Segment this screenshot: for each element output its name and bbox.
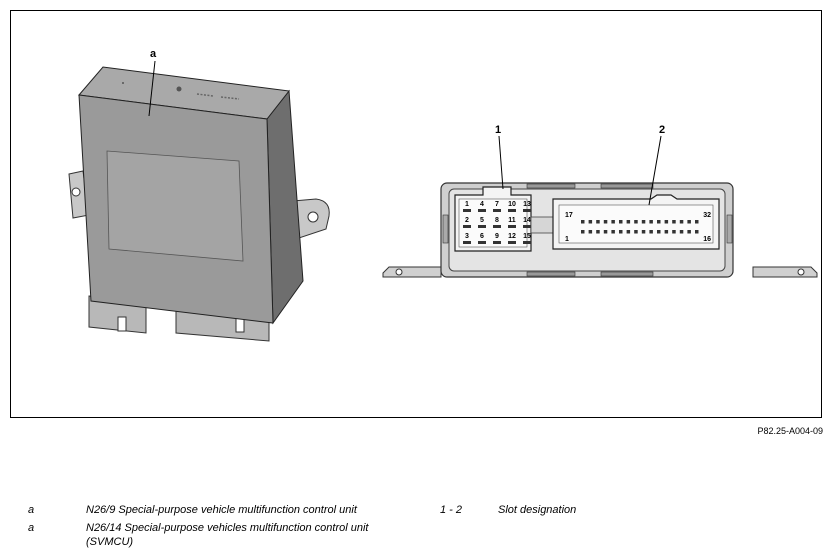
- callout-2-label: 2: [659, 124, 665, 136]
- connector-1-contact: [508, 225, 516, 228]
- connector-1-contact: [508, 209, 516, 212]
- connector-2-contact: [687, 220, 691, 224]
- connector-1-pin-8: 8: [495, 217, 499, 224]
- legend-key-slot: 1 - 2: [440, 504, 463, 516]
- connector-1-contact: [508, 241, 516, 244]
- connector-2-pin-17: 17: [565, 212, 573, 219]
- connector-1-contact: [478, 225, 486, 228]
- callout-2-leader: [648, 135, 662, 206]
- connector-2-contact: [679, 220, 684, 224]
- connector-2-contact: [611, 230, 615, 234]
- connector-1-pin-15: 15: [523, 233, 531, 240]
- connector-2-contact: [664, 230, 669, 234]
- connector-1-contact: [523, 209, 531, 212]
- connector-2-contact: [672, 230, 676, 234]
- connector-2-contact: [649, 230, 653, 234]
- connector-2-pin-16: 16: [703, 236, 711, 243]
- connector-1-pin-10: 10: [508, 201, 516, 208]
- connector-2-contact: [695, 230, 699, 234]
- connector-2-contact: [687, 230, 691, 234]
- callout-a-label: a: [150, 48, 157, 60]
- connector-1-contact: [493, 225, 501, 228]
- connector-1-contact: [493, 241, 501, 244]
- connector-2-contact: [588, 230, 593, 234]
- connector-2-contact: [641, 230, 646, 234]
- connector-2-contact: [619, 220, 623, 224]
- connector-2-pin-1: 1: [565, 236, 569, 243]
- connector-2-contact: [596, 230, 600, 234]
- callout-1-label: 1: [495, 124, 501, 136]
- connector-1-contact: [463, 225, 471, 228]
- connector-1-pin-7: 7: [495, 201, 499, 208]
- connector-1-pin-3: 3: [465, 233, 469, 240]
- connector-1-contact: [478, 209, 486, 212]
- legend-key-2: a: [28, 522, 35, 534]
- connector-1-contact: [523, 241, 531, 244]
- connector-2-contact: [588, 220, 593, 224]
- connector-2-contact: [641, 220, 646, 224]
- legend-text-slot: Slot designation: [498, 504, 577, 516]
- legend-text-1: N26/9 Special-purpose vehicle multifunct…: [86, 504, 357, 516]
- connector-1-pin-13: 13: [523, 201, 531, 208]
- connector-2-contact: [581, 230, 585, 234]
- figure-code: P82.25-A004-09: [757, 426, 823, 436]
- connector-1-contact: [493, 209, 501, 212]
- connector-1-pin-6: 6: [480, 233, 484, 240]
- legend-key-1: a: [28, 504, 35, 516]
- connector-1-contact: [463, 209, 471, 212]
- connector-2-contact: [657, 220, 661, 224]
- connector-2-contact: [603, 230, 608, 234]
- connector-1-pin-11: 11: [508, 217, 516, 224]
- connector-2-contact: [664, 220, 669, 224]
- connector-1-pin-4: 4: [480, 201, 484, 208]
- connector-2-contact: [672, 220, 676, 224]
- connector-2-contact: [634, 220, 638, 224]
- connector-1-pin-5: 5: [480, 217, 484, 224]
- connector-2-contact: [581, 220, 585, 224]
- control-unit-housing: [68, 66, 330, 342]
- connector-2-contact: [596, 220, 600, 224]
- connector-1-pin-1: 1: [465, 201, 469, 208]
- connector-1-contact: [463, 241, 471, 244]
- connector-1-contact: [478, 241, 486, 244]
- connector-2-contact: [611, 220, 615, 224]
- connector-2-contact: [626, 220, 631, 224]
- connector-1-pin-2: 2: [465, 217, 469, 224]
- connector-1-pin-12: 12: [508, 233, 516, 240]
- callout-a-leader: [148, 60, 156, 117]
- callout-1-leader: [498, 135, 504, 190]
- connector-2-contact: [619, 230, 623, 234]
- connector-1-pin-9: 9: [495, 233, 499, 240]
- connector-2-contact: [626, 230, 631, 234]
- connector-1-pin-14: 14: [523, 217, 531, 224]
- legend-text-2: N26/14 Special-purpose vehicles multifun…: [86, 522, 369, 548]
- connector-2-contact: [649, 220, 653, 224]
- connector-2-pin-32: 32: [703, 212, 711, 219]
- connector-2-contact: [603, 220, 608, 224]
- connector-2: 17 32 1 16: [552, 194, 720, 250]
- connector-1-contact: [523, 225, 531, 228]
- connector-2-contact: [679, 230, 684, 234]
- connector-2-contact: [634, 230, 638, 234]
- connector-2-contact: [695, 220, 699, 224]
- connector-2-contact: [657, 230, 661, 234]
